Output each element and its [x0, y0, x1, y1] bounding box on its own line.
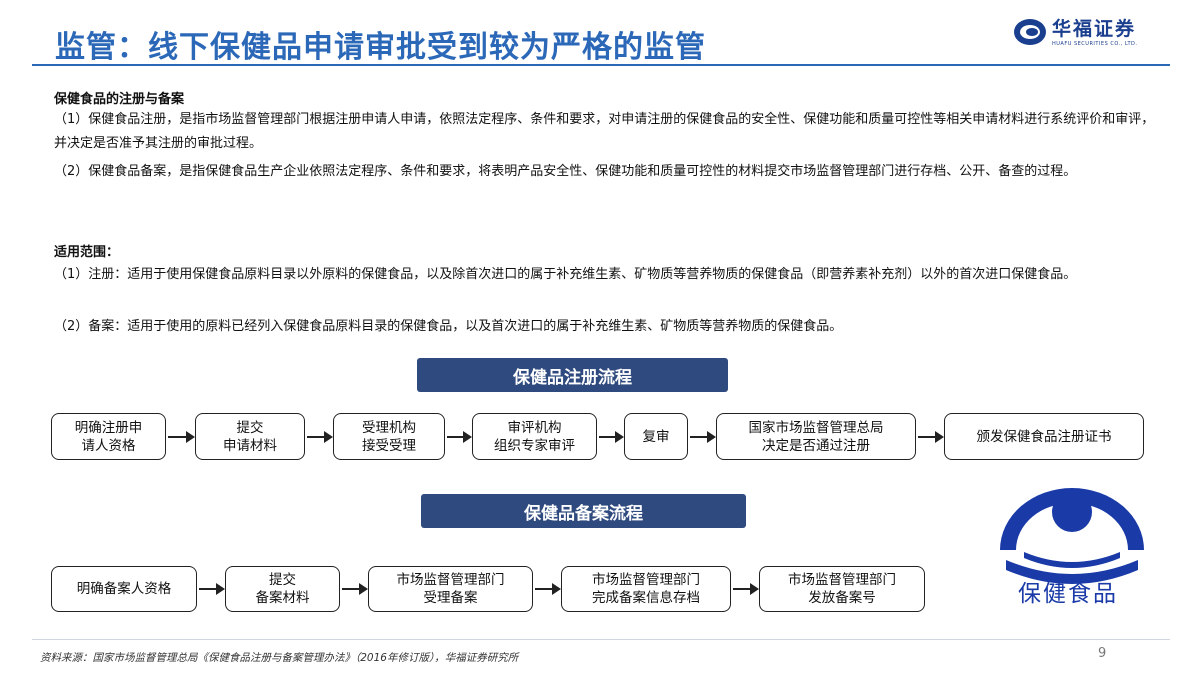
registration-paragraph-1: （1）保健食品注册，是指市场监督管理部门根据注册申请人申请，依照法定程序、条件和… — [54, 112, 1155, 151]
flow-arrow — [599, 431, 624, 443]
logo-subtext: HUAFU SECURITIES CO., LTD. — [1052, 41, 1138, 47]
flow-arrow — [733, 583, 759, 595]
filing-step-archive: 市场监督管理部门 完成备案信息存档 — [561, 566, 731, 612]
registration-heading: 保健食品的注册与备案 — [54, 92, 185, 107]
flow-arrow — [535, 583, 561, 595]
register-step-submit: 提交 申请材料 — [195, 413, 305, 460]
flow-arrow — [918, 431, 944, 443]
page-number: 9 — [1098, 646, 1107, 661]
filing-step-number: 市场监督管理部门 发放备案号 — [759, 566, 925, 612]
logo-text: 华福证券 — [1052, 18, 1137, 40]
register-step-accept: 受理机构 接受受理 — [333, 413, 445, 460]
flow-arrow — [307, 431, 333, 443]
footer-divider — [32, 639, 1170, 640]
filing-step-qualify: 明确备案人资格 — [51, 566, 197, 612]
flow-arrow — [168, 431, 195, 443]
register-step-decision: 国家市场监督管理总局 决定是否通过注册 — [716, 413, 916, 460]
flow-arrow — [342, 583, 368, 595]
registration-flow-title: 保健品注册流程 — [417, 358, 728, 392]
health-food-emblem: 保健食品 — [980, 480, 1164, 607]
health-food-logo-icon — [1000, 488, 1144, 584]
scope-heading: 适用范围： — [54, 245, 120, 260]
flow-arrow — [690, 431, 716, 443]
register-step-certificate: 颁发保健食品注册证书 — [944, 413, 1144, 460]
register-step-recheck: 复审 — [624, 413, 688, 460]
scope-paragraph-1: （1）注册：适用于使用保健食品原料目录以外原料的保健食品，以及除首次进口的属于补… — [54, 267, 1077, 282]
company-logo: 华福证券 HUAFU SECURITIES CO., LTD. — [1012, 14, 1162, 50]
source-note: 资料来源：国家市场监督管理总局《保健食品注册与备案管理办法》（2016年修订版）… — [40, 652, 519, 664]
register-step-review: 审评机构 组织专家审评 — [472, 413, 597, 460]
registration-paragraph-2: （2）保健食品备案，是指保健食品生产企业依照法定程序、条件和要求，将表明产品安全… — [54, 164, 1077, 179]
scope-paragraph-2: （2）备案：适用于使用的原料已经列入保健食品原料目录的保健食品，以及首次进口的属… — [54, 319, 843, 334]
logo-mark-icon — [1014, 19, 1046, 45]
emblem-label: 保健食品 — [1018, 581, 1118, 607]
flow-arrow — [447, 431, 472, 443]
page-title: 监管：线下保健品申请审批受到较为严格的监管 — [55, 30, 706, 65]
header-divider — [32, 64, 1170, 66]
filing-step-accept: 市场监督管理部门 受理备案 — [368, 566, 533, 612]
register-step-qualify: 明确注册申 请人资格 — [51, 413, 166, 460]
filing-step-submit: 提交 备案材料 — [225, 566, 340, 612]
filing-flow-title: 保健品备案流程 — [421, 494, 746, 528]
flow-arrow — [199, 583, 225, 595]
